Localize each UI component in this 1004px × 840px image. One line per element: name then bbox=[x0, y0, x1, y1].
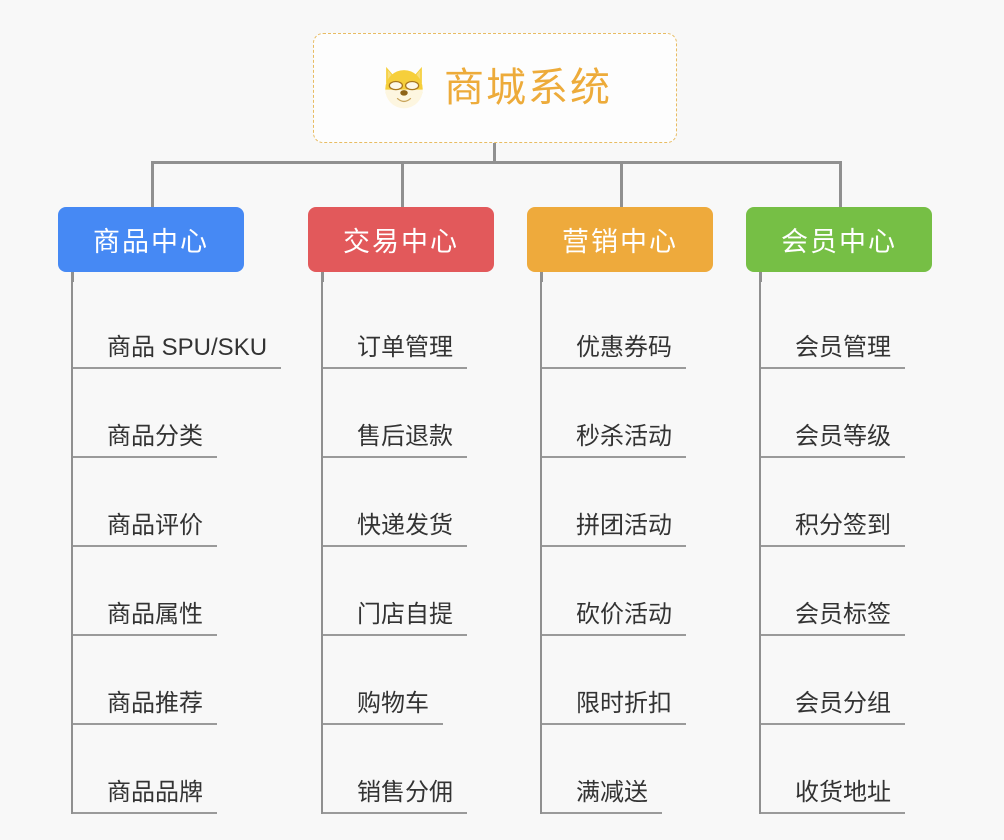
leaf-item-label: 秒杀活动 bbox=[542, 423, 686, 458]
category-column-2: 交易中心订单管理售后退款快递发货门店自提购物车销售分佣 bbox=[308, 207, 494, 814]
shiba-dog-face-icon bbox=[385, 66, 423, 109]
connector-column-stem-3 bbox=[540, 272, 543, 282]
leaf-item-label: 商品分类 bbox=[73, 423, 217, 458]
category-column-3: 营销中心优惠券码秒杀活动拼团活动砍价活动限时折扣满减送 bbox=[527, 207, 713, 814]
leaf-list-1: 商品 SPU/SKU 商品分类商品评价商品属性商品推荐商品品牌 bbox=[71, 280, 282, 814]
leaf-item-label: 满减送 bbox=[542, 779, 662, 814]
category-column-1: 商品中心商品 SPU/SKU 商品分类商品评价商品属性商品推荐商品品牌 bbox=[58, 207, 282, 814]
leaf-item-label: 商品属性 bbox=[73, 601, 217, 636]
category-header-label: 会员中心 bbox=[781, 227, 897, 257]
leaf-item-label: 拼团活动 bbox=[542, 512, 686, 547]
category-header-2[interactable]: 交易中心 bbox=[308, 207, 494, 272]
leaf-item-label: 砍价活动 bbox=[542, 601, 686, 636]
leaf-item-label: 订单管理 bbox=[323, 334, 467, 369]
leaf-item-label: 门店自提 bbox=[323, 601, 467, 636]
leaf-item-label: 商品 SPU/SKU bbox=[73, 334, 282, 369]
connector-drop-3 bbox=[620, 161, 623, 207]
leaf-item-label: 售后退款 bbox=[323, 423, 467, 458]
leaf-item-label: 会员等级 bbox=[761, 423, 905, 458]
connector-drop-4 bbox=[839, 161, 842, 207]
category-header-3[interactable]: 营销中心 bbox=[527, 207, 713, 272]
connector-column-stem-2 bbox=[321, 272, 324, 282]
category-header-label: 商品中心 bbox=[93, 227, 209, 257]
root-node[interactable]: 商城系统 bbox=[313, 33, 677, 143]
category-header-1[interactable]: 商品中心 bbox=[58, 207, 244, 272]
category-column-4: 会员中心会员管理会员等级积分签到会员标签会员分组收货地址 bbox=[746, 207, 932, 814]
leaf-item-label: 快递发货 bbox=[323, 512, 467, 547]
leaf-item-label: 限时折扣 bbox=[542, 690, 686, 725]
root-title: 商城系统 bbox=[444, 66, 612, 110]
connector-root-stem bbox=[493, 143, 496, 163]
leaf-item-label: 收货地址 bbox=[761, 779, 905, 814]
leaf-item-label: 优惠券码 bbox=[542, 334, 686, 369]
category-header-label: 交易中心 bbox=[343, 227, 459, 257]
connector-column-stem-1 bbox=[71, 272, 74, 282]
leaf-item-label: 积分签到 bbox=[761, 512, 905, 547]
connector-drop-2 bbox=[401, 161, 404, 207]
leaf-item-label: 购物车 bbox=[323, 690, 443, 725]
category-header-label: 营销中心 bbox=[562, 227, 678, 257]
leaf-item-label: 会员分组 bbox=[761, 690, 905, 725]
leaf-item-label: 商品推荐 bbox=[73, 690, 217, 725]
leaf-list-3: 优惠券码秒杀活动拼团活动砍价活动限时折扣满减送 bbox=[540, 280, 686, 814]
leaf-item-label: 会员标签 bbox=[761, 601, 905, 636]
leaf-item-label: 商品品牌 bbox=[73, 779, 217, 814]
connector-drop-1 bbox=[151, 161, 154, 207]
leaf-item-label: 商品评价 bbox=[73, 512, 217, 547]
category-header-4[interactable]: 会员中心 bbox=[746, 207, 932, 272]
leaf-list-4: 会员管理会员等级积分签到会员标签会员分组收货地址 bbox=[759, 280, 905, 814]
connector-horizontal-bus bbox=[152, 161, 841, 164]
connector-column-stem-4 bbox=[759, 272, 762, 282]
leaf-item-label: 销售分佣 bbox=[323, 779, 467, 814]
leaf-list-2: 订单管理售后退款快递发货门店自提购物车销售分佣 bbox=[321, 280, 467, 814]
leaf-item-label: 会员管理 bbox=[761, 334, 905, 369]
